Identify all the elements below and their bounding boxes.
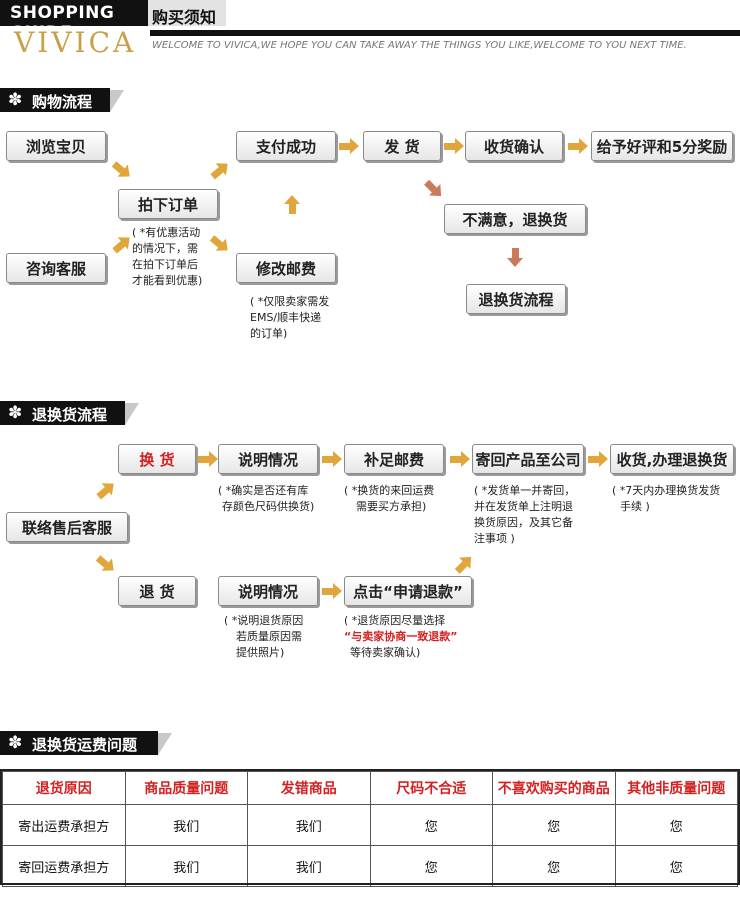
table-cell: 您: [614, 804, 738, 846]
flow-after-sales-service: 联络售后客服: [6, 512, 128, 542]
note-refund-option: ( *退货原因尽量选择 “与卖家协商一致退款” 等待卖家确认): [344, 614, 458, 659]
flow-modify-fee: 修改邮费: [236, 253, 336, 283]
shipping-fee-table: 退货原因 商品质量问题 发错商品 尺码不合适 不喜欢购买的商品 其他非质量问题 …: [2, 771, 738, 887]
shopping-guide-label: SHOPPING GUIDE: [10, 3, 115, 43]
arrow-up-icon: [284, 195, 300, 214]
table-header-cell: 商品质量问题: [124, 771, 248, 805]
section-title-text: 退换货运费问题: [32, 736, 138, 754]
arrow-diagonal-down-icon: [207, 231, 233, 257]
brand-logo: VIVICA: [14, 26, 137, 59]
flow-refund: 退 货: [118, 576, 196, 606]
table-header-cell: 不喜欢购买的商品: [492, 771, 616, 805]
table-cell: 您: [492, 804, 616, 846]
table-cell: 我们: [124, 845, 248, 887]
flow-unsatisfied: 不满意，退换货: [444, 204, 586, 234]
arrow-diagonal-down-icon: [109, 157, 135, 183]
arrow-diagonal-down-icon: [421, 176, 447, 202]
arrow-right-icon: [568, 138, 588, 154]
tagline: WELCOME TO VIVICA,WE HOPE YOU CAN TAKE A…: [152, 40, 687, 51]
flow-consult: 咨询客服: [6, 253, 106, 283]
flower-icon: ✽: [8, 733, 23, 753]
arrow-right-icon: [339, 138, 359, 154]
flow-exchange: 换 货: [118, 444, 196, 474]
table-header-cell: 发错商品: [247, 771, 371, 805]
flow-review: 给予好评和5分奖励: [591, 131, 733, 161]
table-cell: 您: [369, 845, 493, 887]
table-cell: 我们: [247, 804, 371, 846]
arrow-right-icon: [450, 451, 470, 467]
table-header-cell: 退货原因: [2, 771, 126, 805]
arrow-right-icon: [322, 451, 342, 467]
flow-confirm: 收货确认: [465, 131, 563, 161]
section-title-text: 退换货流程: [32, 406, 108, 424]
table-row: 寄回运费承担方 我们 我们 您 您 您: [2, 845, 738, 887]
flow-explain-refund: 说明情况: [218, 576, 318, 606]
note-stock: ( *确实是否还有库 存颜色尺码供换货): [218, 484, 315, 513]
section-title-shipping-fee: ✽ 退换货运费问题: [0, 731, 175, 755]
table-cell: 寄出运费承担方: [2, 804, 126, 846]
flower-icon: ✽: [8, 90, 23, 110]
shopping-guide-banner: SHOPPING GUIDE: [0, 0, 148, 43]
flow-send-back: 寄回产品至公司: [472, 444, 584, 474]
table-cell: 您: [369, 804, 493, 846]
section-title-return-flow: ✽ 退换货流程: [0, 401, 145, 425]
shopping-guide-cn-label: 购买须知: [152, 8, 217, 27]
arrow-diagonal-up-icon: [451, 551, 477, 576]
table-cell: 您: [492, 845, 616, 887]
table-cell: 寄回运费承担方: [2, 845, 126, 887]
arrow-diagonal-up-icon: [93, 477, 119, 502]
note-refund-reason: ( *说明退货原因 若质量原因需 提供照片): [224, 614, 304, 659]
arrow-right-icon: [322, 583, 342, 599]
table-header-cell: 其他非质量问题: [614, 771, 738, 805]
flow-pay: 支付成功: [236, 131, 336, 161]
flow-browse: 浏览宝贝: [6, 131, 106, 161]
flow-order: 拍下订单: [118, 189, 218, 219]
note-postage: ( *换货的来回运费 需要买方承担): [344, 484, 435, 513]
table-header-row: 退货原因 商品质量问题 发错商品 尺码不合适 不喜欢购买的商品 其他非质量问题: [2, 771, 738, 805]
note-send-back: ( *发货单一并寄回， 并在发货单上注明退 换货原因，及其它备 注事项 ): [474, 484, 576, 545]
table-cell: 您: [614, 845, 738, 887]
shopping-guide-cn-tab: 购买须知: [148, 0, 226, 27]
section-title-shopping-flow: ✽ 购物流程: [0, 88, 130, 112]
note-ems: ( *仅限卖家需发 EMS/顺丰快递 的订单): [250, 295, 330, 340]
flow-return-process: 退换货流程: [466, 284, 566, 314]
arrow-down-icon: [507, 248, 523, 267]
arrow-right-icon: [588, 451, 608, 467]
flow-add-postage: 补足邮费: [344, 444, 444, 474]
table-cell: 我们: [124, 804, 248, 846]
flow-ship: 发 货: [363, 131, 441, 161]
flower-icon: ✽: [8, 403, 23, 423]
arrow-diagonal-up-icon: [207, 157, 233, 182]
section-title-text: 购物流程: [32, 93, 93, 111]
table-header-cell: 尺码不合适: [369, 771, 493, 805]
flow-explain-exchange: 说明情况: [218, 444, 318, 474]
table-row: 寄出运费承担方 我们 我们 您 您 您: [2, 804, 738, 846]
arrow-right-icon: [198, 451, 218, 467]
header-divider: [150, 30, 740, 36]
note-7days: ( *7天内办理换货发货 手续 ): [612, 484, 721, 513]
flow-apply-refund: 点击“申请退款”: [344, 576, 472, 606]
arrow-diagonal-down-icon: [93, 551, 119, 577]
arrow-diagonal-up-icon: [109, 231, 135, 256]
arrow-right-icon: [444, 138, 464, 154]
note-discount: ( *有优惠活动 的情况下，需 在拍下订单后 才能看到优惠): [132, 226, 203, 287]
table-cell: 我们: [247, 845, 371, 887]
flow-receive-process: 收货,办理退换货: [610, 444, 734, 474]
